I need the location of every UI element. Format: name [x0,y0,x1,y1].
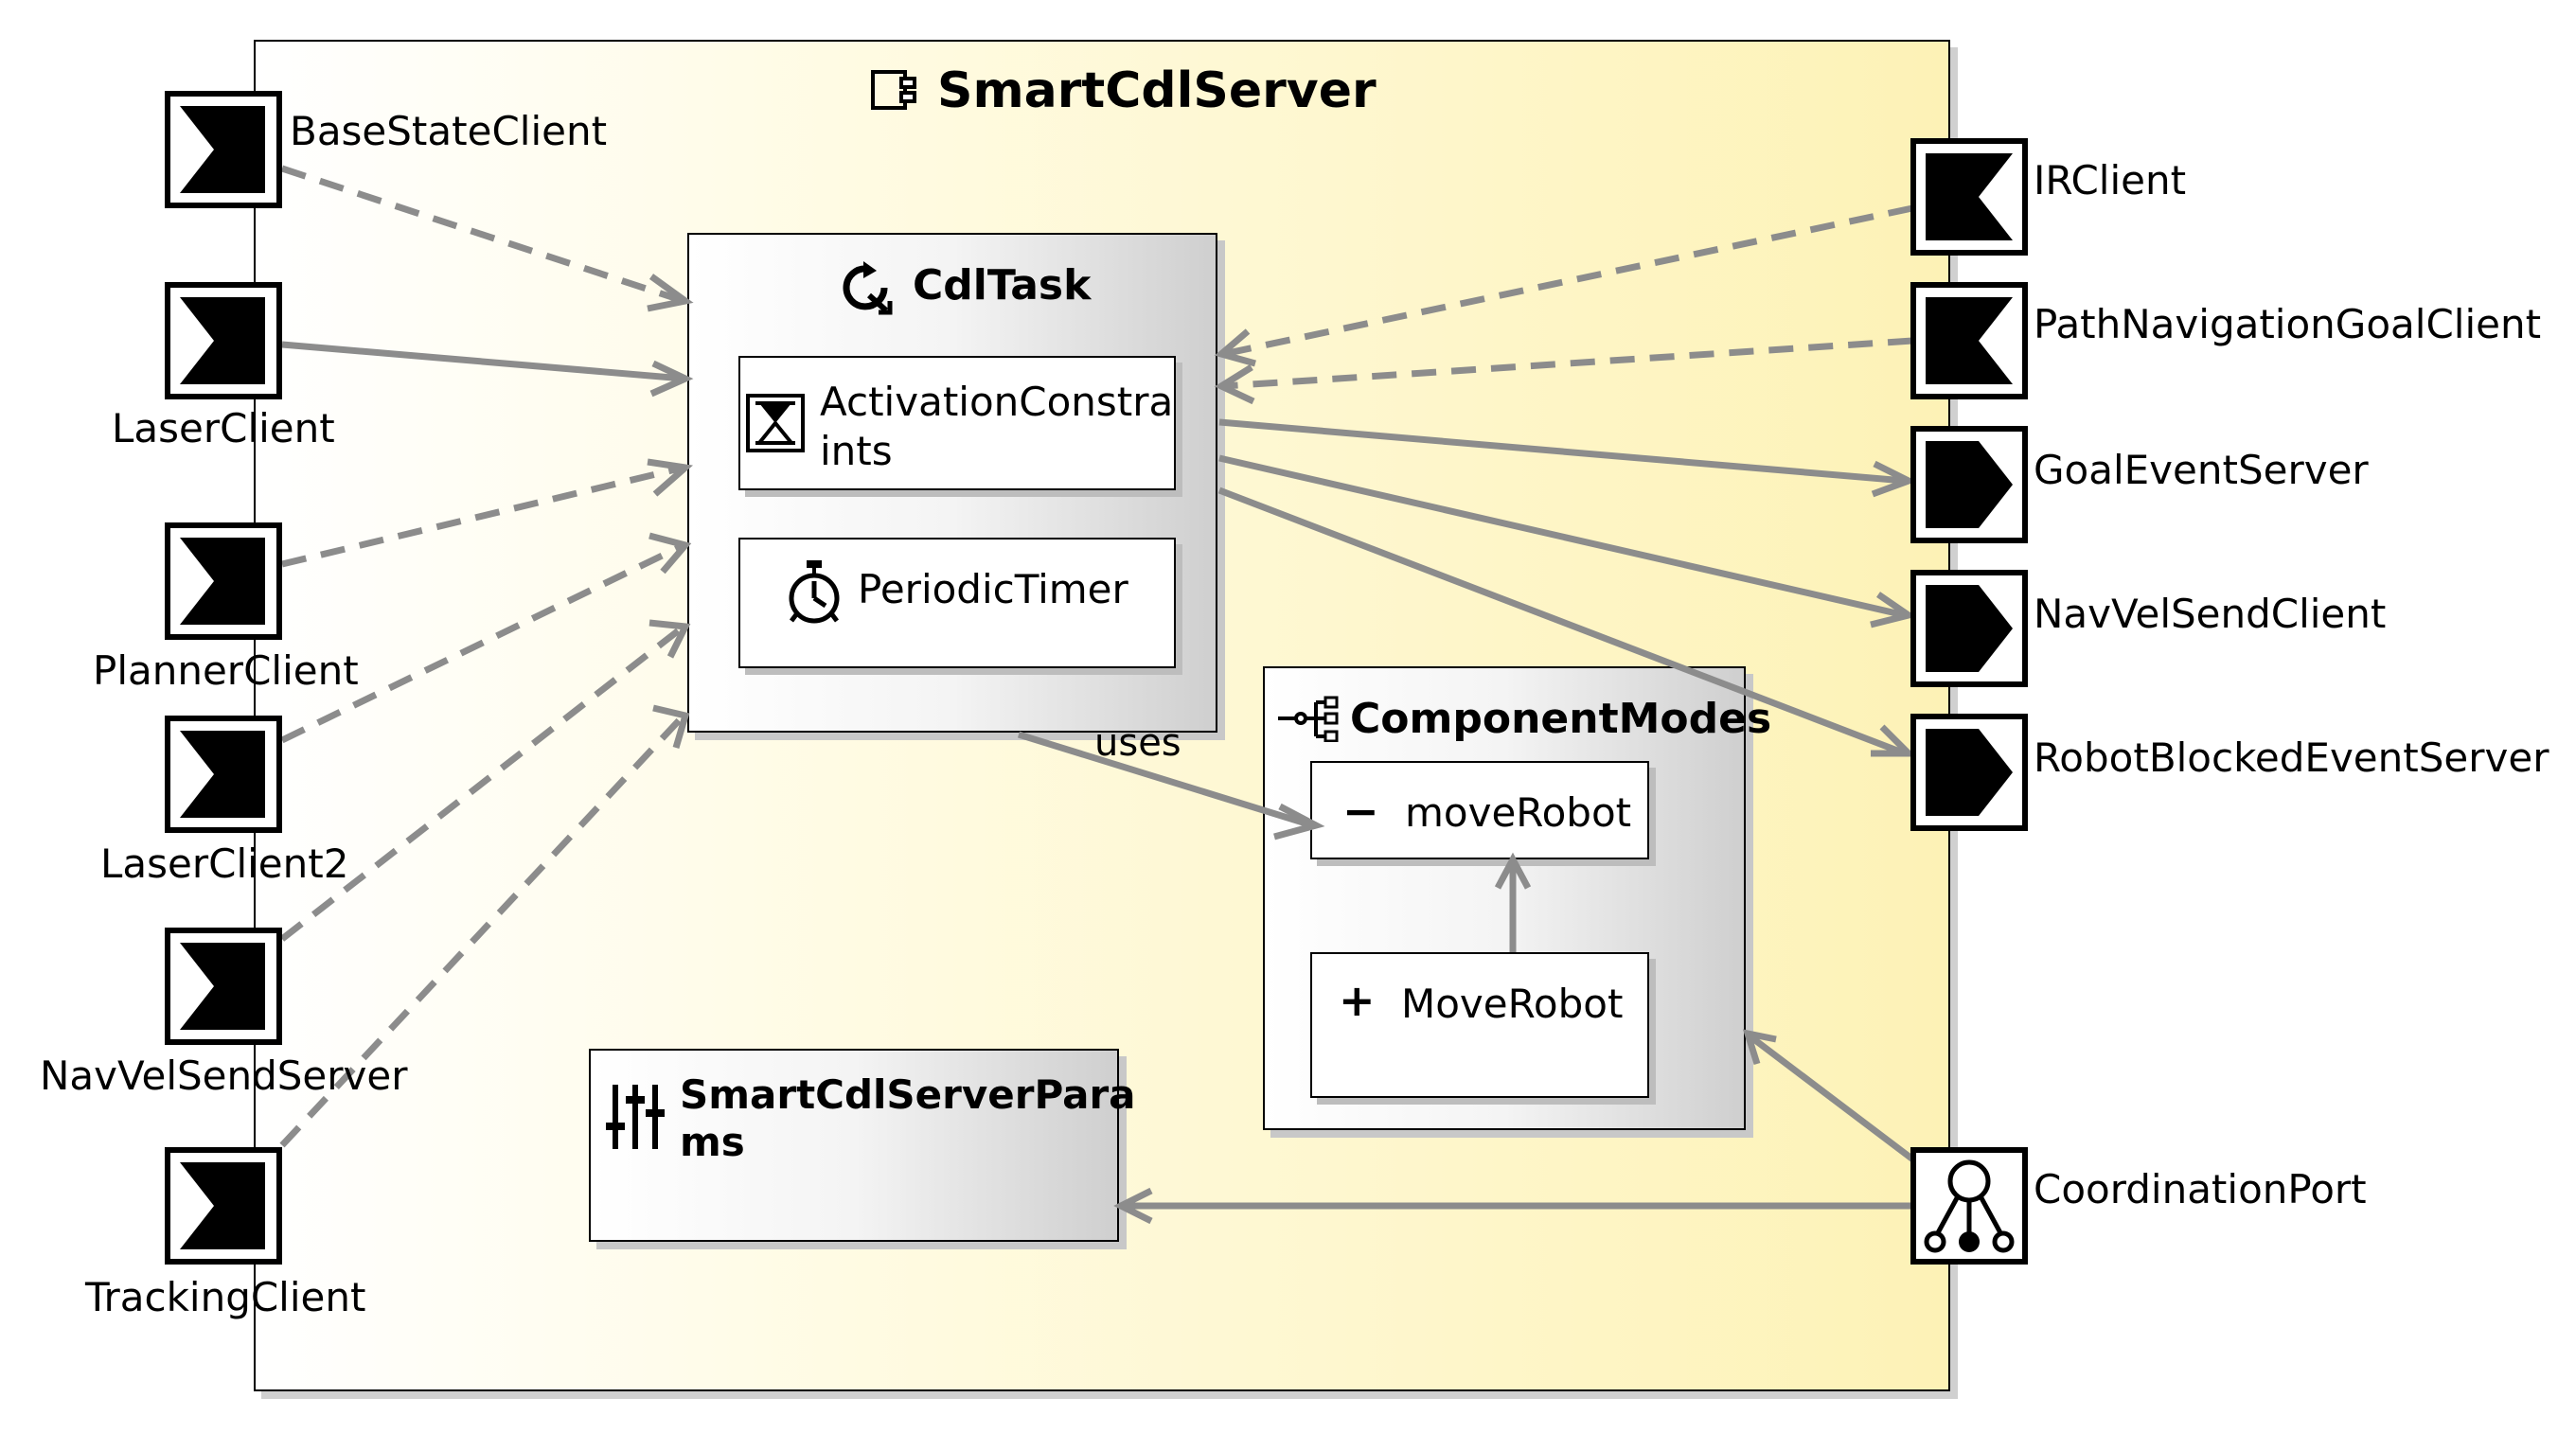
port-robotblocked-label: RobotBlockedEventServer [2034,734,2549,781]
conn-tracking [279,713,686,1148]
component-modes-title: ComponentModes [1350,695,1772,743]
activation-constraints-label-2: ints [820,428,893,474]
activation-constraints-label-1: ActivationConstra [820,379,1174,425]
input-port-icon [165,522,282,640]
port-basestate-label: BaseStateClient [290,108,608,154]
port-ir-client[interactable] [1910,138,2028,256]
port-planner-label: PlannerClient [93,647,359,694]
output-port-icon [1910,570,2028,687]
port-navvelsend-client[interactable] [1910,570,2028,687]
port-ir-label: IRClient [2034,157,2187,203]
component-title: SmartCdlServer [937,62,1377,119]
uses-label: uses [1094,721,1181,765]
component-icon [867,68,920,112]
port-navvelsend-server-label: NavVelSendServer [40,1053,408,1099]
input-port-icon [165,1147,282,1265]
params-label-2: ms [680,1119,745,1165]
task-loop-icon [837,257,897,318]
port-tracking-client[interactable] [165,1147,282,1265]
port-robotblocked-server[interactable] [1910,714,2028,831]
mode-move-robot-lower-label: moveRobot [1405,789,1632,836]
input-port-icon [165,716,282,833]
mode-move-robot-upper[interactable] [1310,952,1649,1098]
mode-move-robot-upper-label: MoveRobot [1401,981,1624,1027]
mode-plus-symbol: + [1339,975,1376,1026]
port-pathnav-client[interactable] [1910,282,2028,399]
params-label-1: SmartCdlServerPara [680,1071,1136,1118]
task-title: CdlTask [913,261,1092,310]
hourglass-icon [744,392,807,454]
input-port-icon [165,282,282,399]
conn-goalevent [1218,418,1906,485]
sliders-icon [606,1081,665,1153]
port-coordination-label: CoordinationPort [2034,1166,2367,1212]
conn-robotblocked [1217,487,1907,757]
conn-navvelsendclient [1218,454,1906,619]
port-laser-label: LaserClient [112,405,335,451]
conn-irclient [1222,204,1913,358]
output-port-icon [1910,426,2028,543]
port-basestate-client[interactable] [165,91,282,208]
port-goalevent-label: GoalEventServer [2034,447,2369,493]
port-navvelsend-server[interactable] [165,928,282,1045]
port-pathnav-label: PathNavigationGoalClient [2034,301,2542,347]
port-goalevent-server[interactable] [1910,426,2028,543]
port-planner-client[interactable] [165,522,282,640]
port-coordination[interactable] [1910,1147,2028,1265]
port-navvelsend-client-label: NavVelSendClient [2034,591,2387,637]
input-port-icon [165,928,282,1045]
conn-basestate [280,165,685,305]
input-port-icon [1910,138,2028,256]
port-laser-client[interactable] [165,282,282,399]
conn-uses [1017,731,1314,829]
activation-constraints-box[interactable] [738,356,1176,490]
output-port-icon [1910,714,2028,831]
conn-laser2 [280,541,685,744]
input-port-icon [165,91,282,208]
conn-planner [281,464,684,568]
conn-laser [281,341,684,382]
conn-navvelsendserver [279,624,686,942]
port-tracking-label: TrackingClient [85,1274,366,1320]
mode-minus-symbol: − [1342,786,1379,837]
conn-pathnav [1222,337,1913,390]
mode-move-robot-lower[interactable] [1310,761,1649,859]
input-port-icon [1910,282,2028,399]
port-laser2-label: LaserClient2 [100,840,349,887]
port-laser2-client[interactable] [165,716,282,833]
params-box[interactable] [589,1049,1119,1242]
coordination-port-icon [1910,1147,2028,1265]
periodic-timer-box[interactable] [738,538,1176,668]
periodic-timer-label: PeriodicTimer [858,566,1128,612]
stopwatch-icon [782,558,846,627]
mode-tree-icon [1276,695,1342,743]
conn-coord-modes [1749,1035,1917,1163]
